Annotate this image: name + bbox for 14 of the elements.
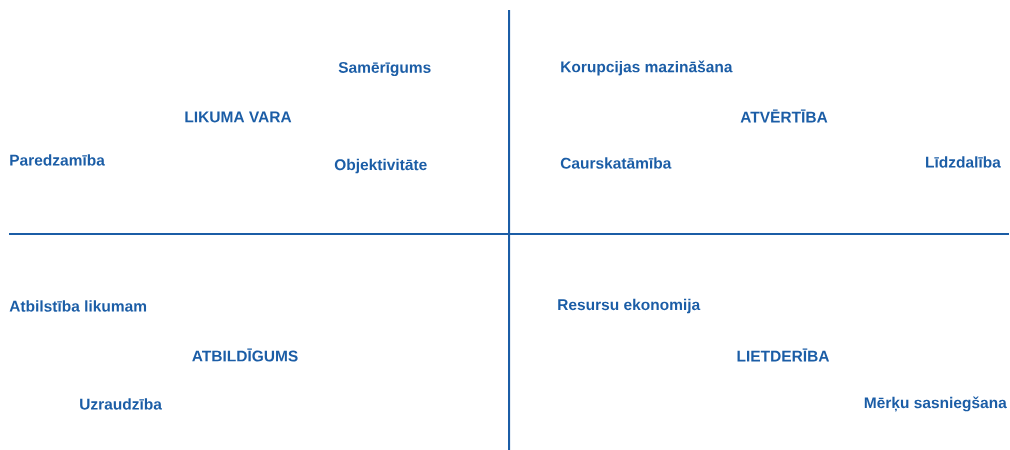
quadrant-heading: LIETDERĪBA <box>737 348 830 362</box>
principle-label: Atbilstība likumam <box>9 300 147 312</box>
quadrant-heading: LIKUMA VARA <box>185 111 292 123</box>
principle-label: Objektivitāte <box>334 158 427 174</box>
principle-label: Paredzamība <box>10 154 105 166</box>
principle-label: Līdzdalība <box>926 156 1001 168</box>
principle-label: Caurskatāmība <box>560 157 672 169</box>
quadrant-heading: ATBILDĪGUMS <box>192 348 298 362</box>
principle-label: Korupcijas mazināšana <box>561 60 733 76</box>
principle-label: Uzraudzība <box>80 398 162 410</box>
principle-label: Samērīgums <box>338 61 431 77</box>
principle-label: Mērķu sasniegšana <box>864 396 1007 412</box>
principle-label: Resursu ekonomija <box>558 298 701 314</box>
quadrant-heading: ATVĒRTĪBA <box>740 109 828 123</box>
